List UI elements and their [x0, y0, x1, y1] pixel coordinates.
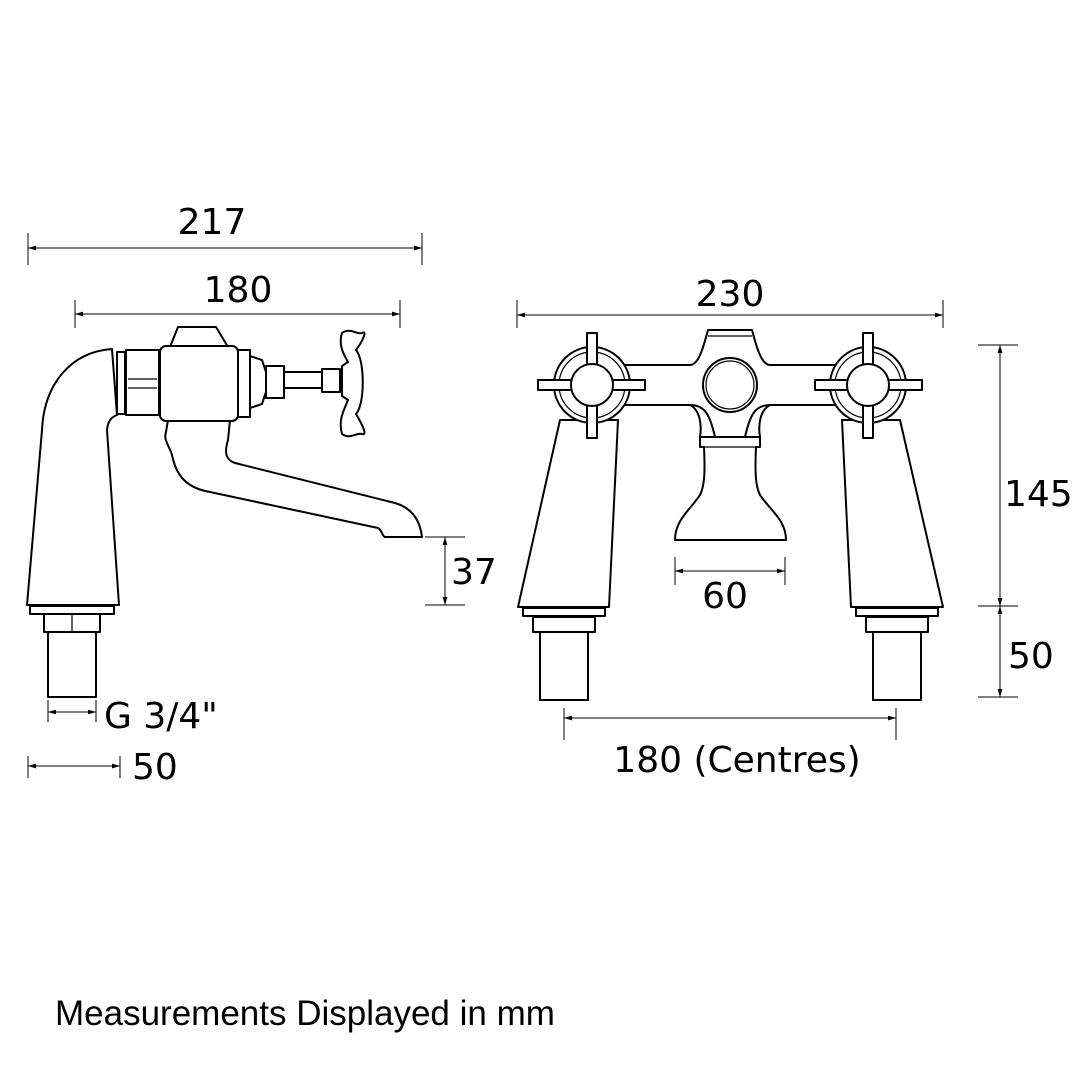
- svg-text:G 3/4": G 3/4": [104, 696, 218, 737]
- left-cross-handle: [537, 332, 646, 439]
- dimension-230: 230: [516, 274, 944, 328]
- side-view-tap: [26, 326, 423, 698]
- dimension-217: 217: [27, 202, 423, 265]
- dimension-145: 145: [978, 344, 1073, 607]
- svg-text:50: 50: [132, 747, 178, 788]
- dimension-37: 37: [425, 536, 497, 606]
- svg-text:37: 37: [451, 552, 497, 593]
- front-view-tap: [517, 329, 944, 701]
- svg-text:180 (Centres): 180 (Centres): [613, 740, 860, 781]
- svg-text:230: 230: [696, 274, 765, 315]
- dimension-thread: G 3/4": [47, 696, 218, 737]
- svg-text:180: 180: [204, 270, 273, 311]
- dimension-centres: 180 (Centres): [563, 708, 897, 781]
- svg-text:50: 50: [1008, 636, 1054, 677]
- dimension-50-tail: 50: [978, 606, 1054, 698]
- dimension-180-side: 180: [74, 270, 401, 328]
- dimension-60: 60: [674, 557, 786, 617]
- cross-handle-icon: [339, 329, 366, 438]
- dimension-50-base: 50: [27, 747, 178, 788]
- right-cross-handle: [814, 332, 923, 439]
- svg-text:60: 60: [702, 576, 748, 617]
- units-note: Measurements Displayed in mm: [55, 994, 555, 1033]
- svg-text:217: 217: [178, 202, 247, 243]
- svg-text:145: 145: [1004, 474, 1073, 515]
